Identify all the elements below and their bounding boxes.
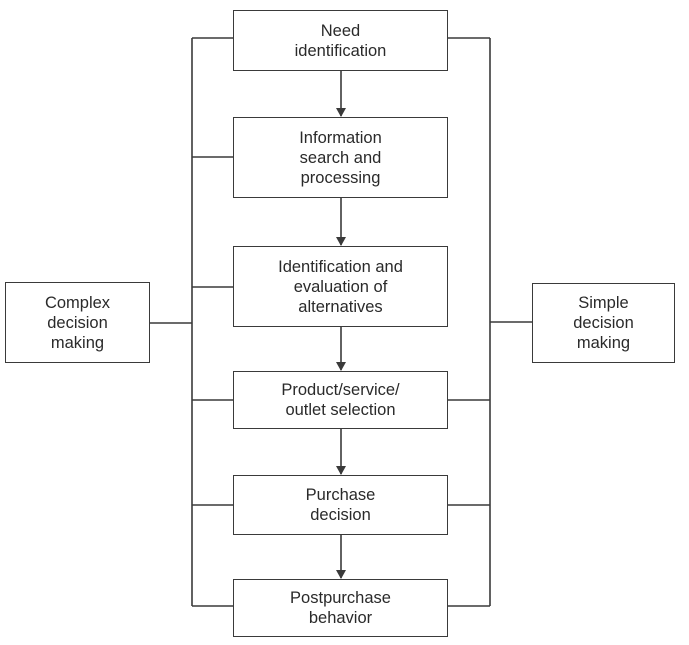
stage-product-selection: Product/service/ outlet selection (233, 371, 448, 429)
stage-information-search: Information search and processing (233, 117, 448, 198)
stage-evaluation-of-alternatives: Identification and evaluation of alterna… (233, 246, 448, 327)
stage-need-identification: Need identification (233, 10, 448, 71)
simple-decision-making-box: Simple decision making (532, 283, 675, 363)
stage-purchase-decision: Purchase decision (233, 475, 448, 535)
complex-decision-making-box: Complex decision making (5, 282, 150, 363)
stage-postpurchase-behavior: Postpurchase behavior (233, 579, 448, 637)
